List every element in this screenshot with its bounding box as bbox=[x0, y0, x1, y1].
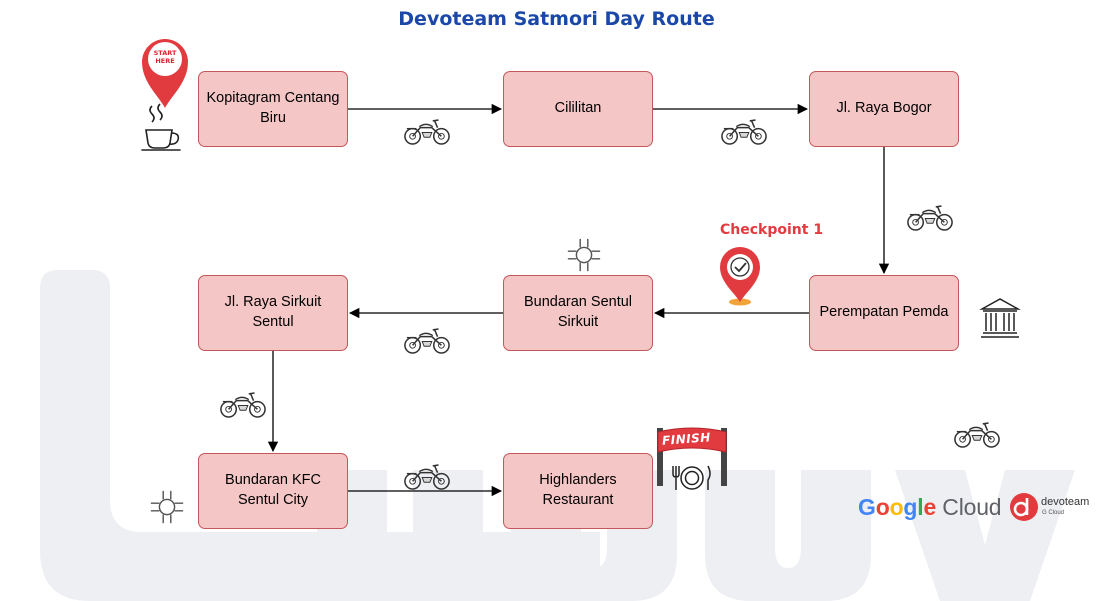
google-cloud-logo: Google Cloud bbox=[858, 494, 1002, 521]
google-letter: G bbox=[858, 494, 876, 520]
restaurant-plate-icon bbox=[672, 465, 711, 490]
motorcycle-icon bbox=[954, 422, 1000, 448]
node-bundaran-kfc-sentul-city: Bundaran KFC Sentul City bbox=[198, 453, 348, 529]
government-building-icon bbox=[979, 298, 1021, 338]
google-letter: o bbox=[889, 494, 904, 520]
background-watermark bbox=[40, 270, 1075, 601]
node-jl-raya-bogor: Jl. Raya Bogor bbox=[809, 71, 959, 147]
edges bbox=[267, 103, 890, 497]
google-wordmark: Google bbox=[858, 494, 936, 520]
roundabout-icon bbox=[567, 238, 601, 272]
start-badge-line2: HERE bbox=[155, 57, 175, 65]
motorcycle-icon bbox=[907, 205, 953, 231]
node-bundaran-sentul-sirkuit: Bundaran Sentul Sirkuit bbox=[503, 275, 653, 351]
node-highlanders-restaurant: Highlanders Restaurant bbox=[503, 453, 653, 529]
devoteam-logo-mark bbox=[1010, 493, 1038, 521]
motorcycle-icon bbox=[721, 119, 767, 145]
finish-banner-icon bbox=[657, 427, 727, 486]
google-letter: e bbox=[923, 494, 937, 520]
diagram-title: Devoteam Satmori Day Route bbox=[398, 8, 715, 30]
google-letter: o bbox=[875, 494, 890, 520]
watermark-shape-v bbox=[895, 470, 1075, 601]
node-perempatan-pemda: Perempatan Pemda bbox=[809, 275, 959, 351]
coffee-cup-icon bbox=[141, 103, 181, 151]
devoteam-subtitle: G Cloud bbox=[1042, 510, 1065, 516]
devoteam-wordmark: devoteam bbox=[1041, 496, 1090, 508]
google-letter: l bbox=[917, 494, 924, 520]
motorcycle-icon bbox=[220, 392, 266, 418]
start-badge-line1: START bbox=[153, 49, 177, 57]
node-jl-raya-sirkuit-sentul: Jl. Raya Sirkuit Sentul bbox=[198, 275, 348, 351]
watermark-shape-u1 bbox=[317, 470, 483, 601]
motorcycle-icon bbox=[404, 119, 450, 145]
node-kopitagram: Kopitagram Centang Biru bbox=[198, 71, 348, 147]
cloud-wordmark: Cloud bbox=[942, 494, 1002, 520]
roundabout-icon bbox=[150, 490, 184, 524]
watermark-shape-u3 bbox=[705, 470, 871, 601]
start-pin-icon bbox=[142, 39, 188, 108]
checkpoint-label: Checkpoint 1 bbox=[720, 222, 824, 238]
google-letter: g bbox=[903, 494, 918, 520]
node-cililitan: Cililitan bbox=[503, 71, 653, 147]
checkpoint-pin-icon bbox=[720, 247, 760, 306]
motorcycle-icon bbox=[404, 328, 450, 354]
